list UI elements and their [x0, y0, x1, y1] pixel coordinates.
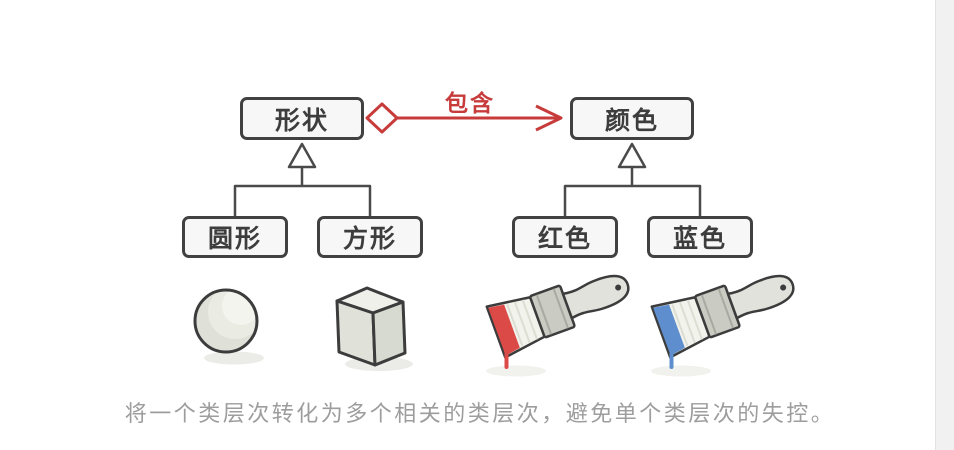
relation-label: 包含	[445, 90, 495, 116]
class-box-shape: 形状	[240, 97, 364, 140]
class-box-square: 方形	[317, 216, 423, 258]
sphere-illustration	[193, 288, 264, 365]
paintbrush-red	[485, 274, 630, 377]
class-box-red: 红色	[512, 216, 618, 258]
paintbrush-blue	[650, 274, 795, 377]
inheritance-triangle-icon	[617, 142, 647, 169]
inheritance-connector-color	[563, 142, 702, 216]
caption-text: 将一个类层次转化为多个相关的类层次，避免单个类层次的失控。	[124, 401, 836, 426]
class-box-color: 颜色	[570, 97, 694, 140]
cube-illustration	[335, 286, 413, 371]
class-box-circle: 圆形	[182, 216, 288, 258]
inheritance-connector-shape	[233, 142, 372, 216]
inheritance-triangle-icon	[287, 142, 317, 169]
class-box-blue: 蓝色	[647, 216, 753, 258]
scrollbar-track[interactable]	[935, 0, 954, 450]
